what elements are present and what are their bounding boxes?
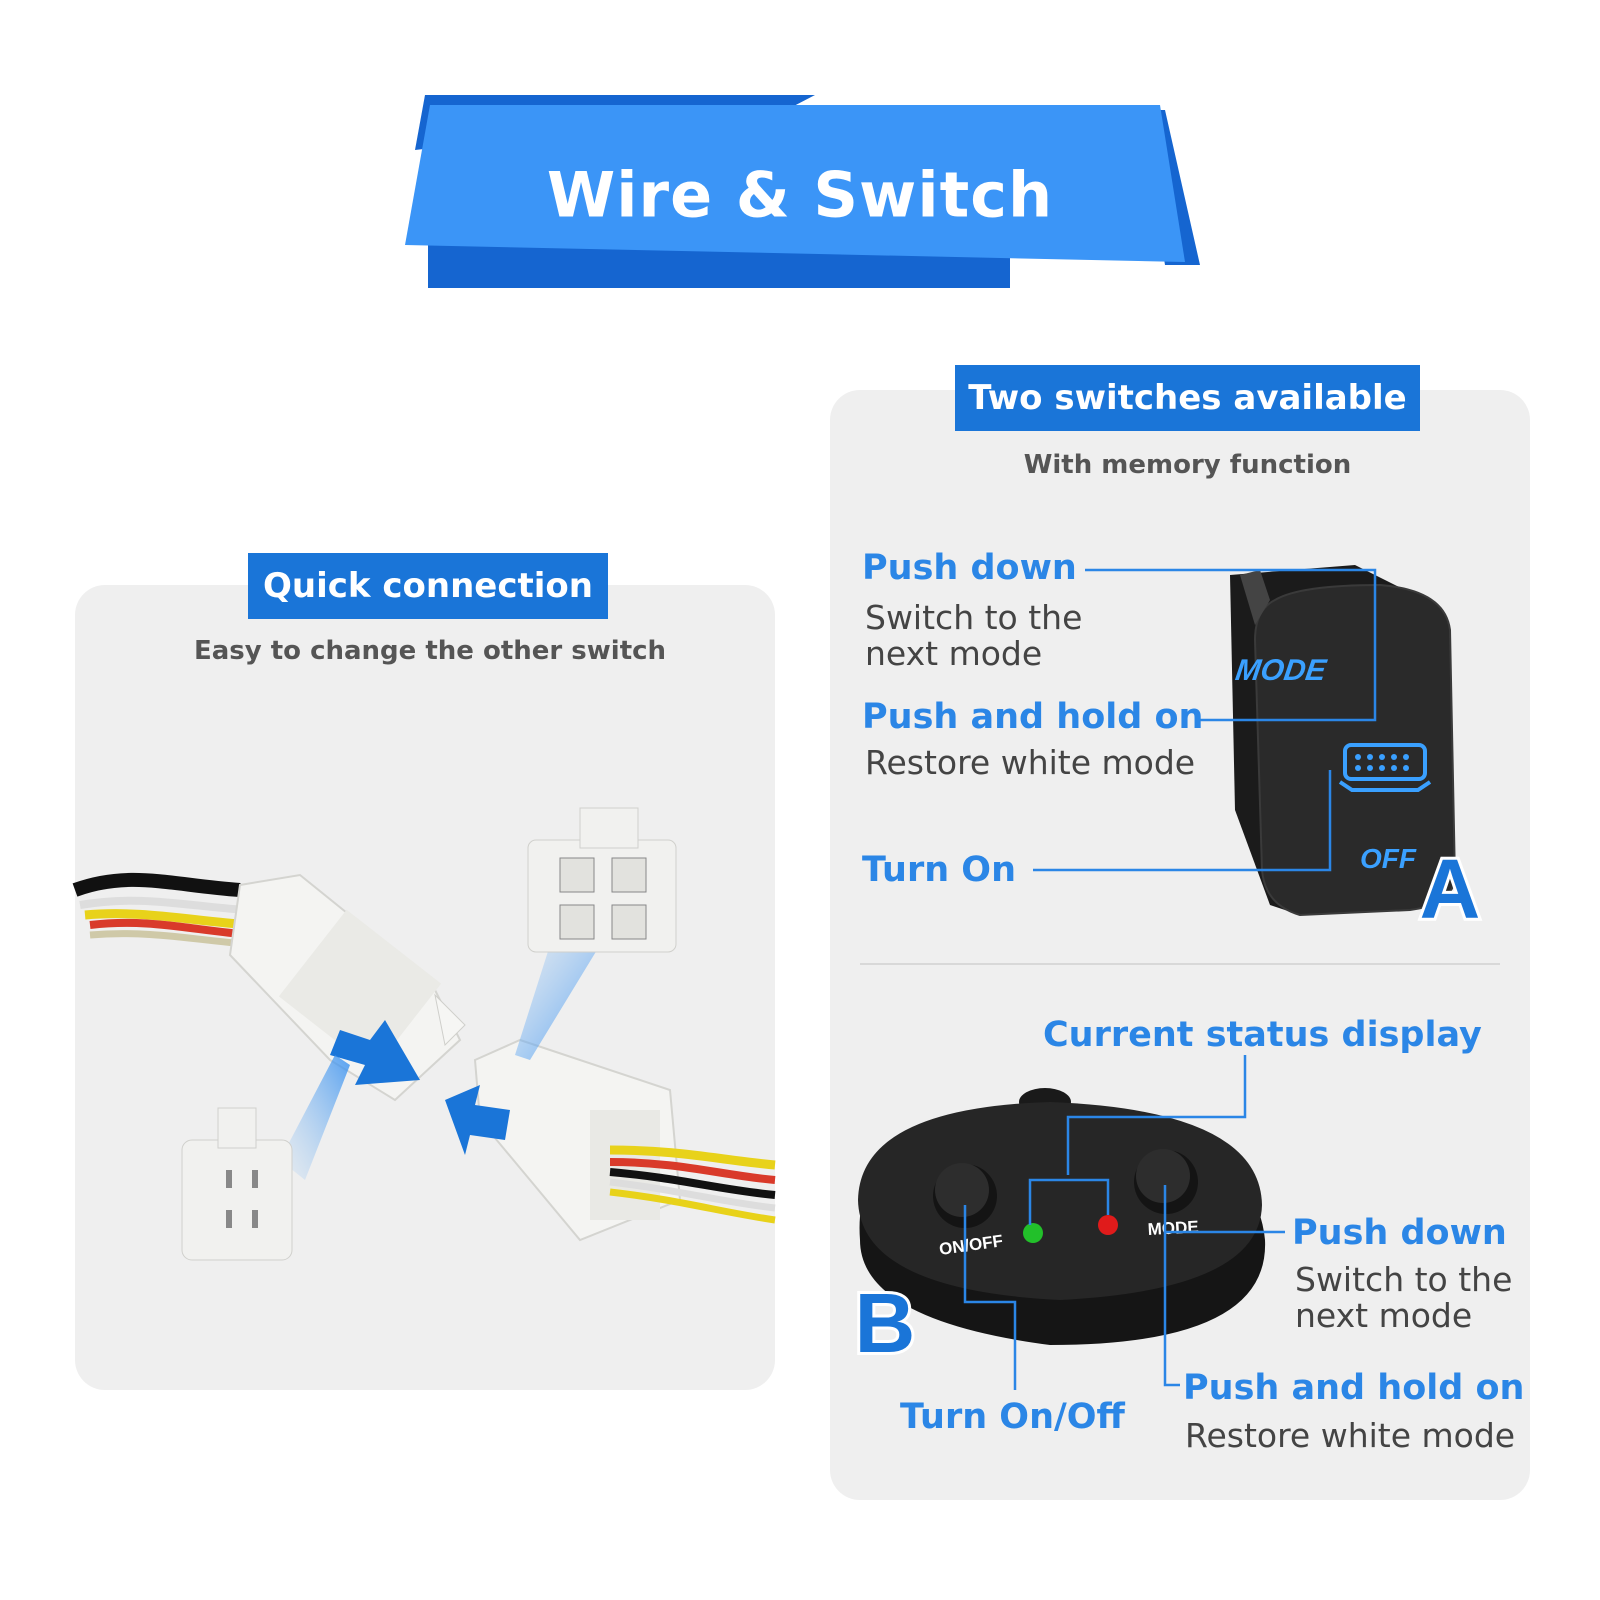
rocker-push-down-desc-2: next mode — [865, 634, 1043, 673]
page-title: Wire & Switch — [546, 158, 1054, 232]
left-wire-bundle — [72, 872, 256, 949]
male-connector — [228, 873, 466, 1102]
rocker-push-down-label: Push down — [862, 548, 1077, 588]
current-status-label: Current status display — [1043, 1015, 1482, 1055]
rocker-mode-text: MODE — [1233, 654, 1328, 687]
remote-turn-onoff-label: Turn On/Off — [900, 1397, 1125, 1437]
rocker-off-text: OFF — [1360, 843, 1417, 874]
mode-button — [1134, 1149, 1198, 1214]
remote-push-down-desc-2: next mode — [1295, 1296, 1473, 1335]
onoff-button — [933, 1163, 997, 1228]
panel-divider — [860, 963, 1500, 965]
red-led — [1098, 1215, 1118, 1235]
rocker-turn-on-label: Turn On — [862, 850, 1016, 890]
remote-mode-print: MODE — [1147, 1217, 1199, 1239]
two-switches-tag: Two switches available — [955, 365, 1420, 431]
right-wire-bundle — [609, 1145, 776, 1224]
arrow-right-icon — [330, 1020, 420, 1085]
title-banner — [405, 95, 1200, 288]
letter-b: B — [855, 1276, 916, 1370]
memory-function-subtitle: With memory function — [1023, 450, 1352, 480]
svg-text:A: A — [1420, 842, 1481, 936]
light-bar-icon — [1338, 743, 1432, 792]
rocker-push-hold-desc: Restore white mode — [865, 743, 1196, 782]
remote-push-down-label: Push down — [1292, 1213, 1507, 1253]
quick-connection-subtitle: Easy to change the other switch — [193, 636, 667, 666]
arrow-left-icon — [445, 1085, 510, 1155]
remote-push-down-desc-1: Switch to the — [1295, 1260, 1513, 1299]
quick-connection-tag: Quick connection — [248, 553, 608, 619]
rocker-push-hold-label: Push and hold on — [862, 697, 1204, 737]
rocker-push-down-desc-1: Switch to the — [865, 598, 1083, 637]
female-plug-closeup — [527, 807, 677, 953]
remote-push-hold-desc: Restore white mode — [1185, 1416, 1516, 1455]
green-led — [1023, 1223, 1043, 1243]
male-plug-closeup — [181, 1107, 293, 1261]
remote-push-hold-label: Push and hold on — [1183, 1368, 1525, 1408]
